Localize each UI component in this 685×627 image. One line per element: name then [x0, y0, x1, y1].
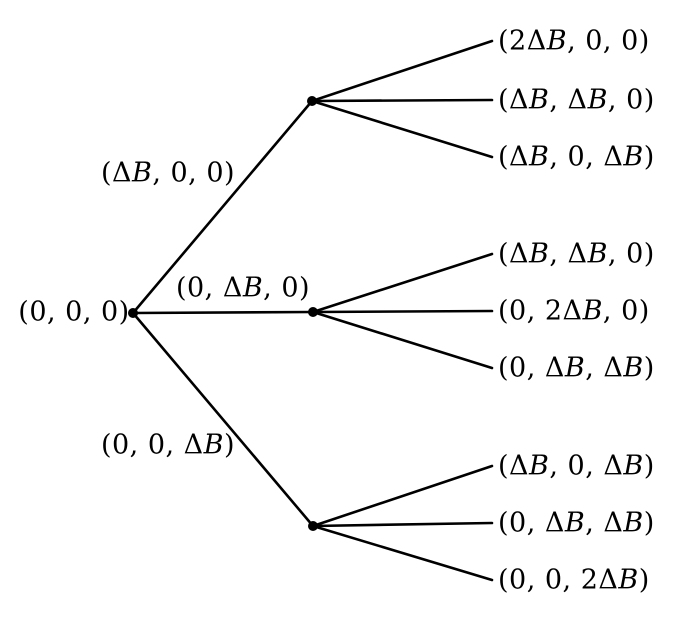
leaf-node-label: (0, 2ΔB, 0)	[498, 295, 650, 327]
leaf-node-label: (ΔB, ΔB, 0)	[498, 238, 655, 270]
tree-edge	[311, 252, 494, 314]
leaf-node-label: (ΔB, 0, ΔB)	[498, 141, 655, 173]
leaf-node-label: (0, ΔB, ΔB)	[498, 507, 655, 539]
tree-edge	[311, 464, 494, 528]
tree-edge	[311, 309, 494, 314]
node-dot	[128, 308, 138, 318]
edge-label-top: (ΔB, 0, 0)	[100, 157, 236, 189]
tree-edge	[310, 99, 494, 159]
root-node-label: (0, 0, 0)	[18, 296, 130, 328]
tree-edge	[131, 99, 314, 315]
tree-edge	[131, 310, 315, 315]
tree-edge	[311, 524, 494, 582]
leaf-node-label: (ΔB, 0, ΔB)	[498, 450, 655, 482]
leaf-node-label: (0, ΔB, ΔB)	[498, 352, 655, 384]
tree-edge	[131, 311, 315, 528]
tree-edge	[310, 98, 494, 103]
node-dot	[308, 521, 318, 531]
leaf-node-label: (ΔB, ΔB, 0)	[498, 84, 655, 116]
tree-edge	[311, 310, 494, 370]
tree-edge	[311, 521, 494, 528]
node-dot	[308, 307, 318, 317]
node-dot	[307, 96, 317, 106]
edge-label-bottom: (0, 0, ΔB)	[100, 429, 236, 461]
leaf-node-label: (0, 0, 2ΔB)	[498, 564, 650, 596]
tree-edge	[310, 39, 494, 103]
leaf-node-label: (2ΔB, 0, 0)	[498, 25, 650, 57]
edge-label-middle: (0, ΔB, 0)	[175, 272, 311, 304]
